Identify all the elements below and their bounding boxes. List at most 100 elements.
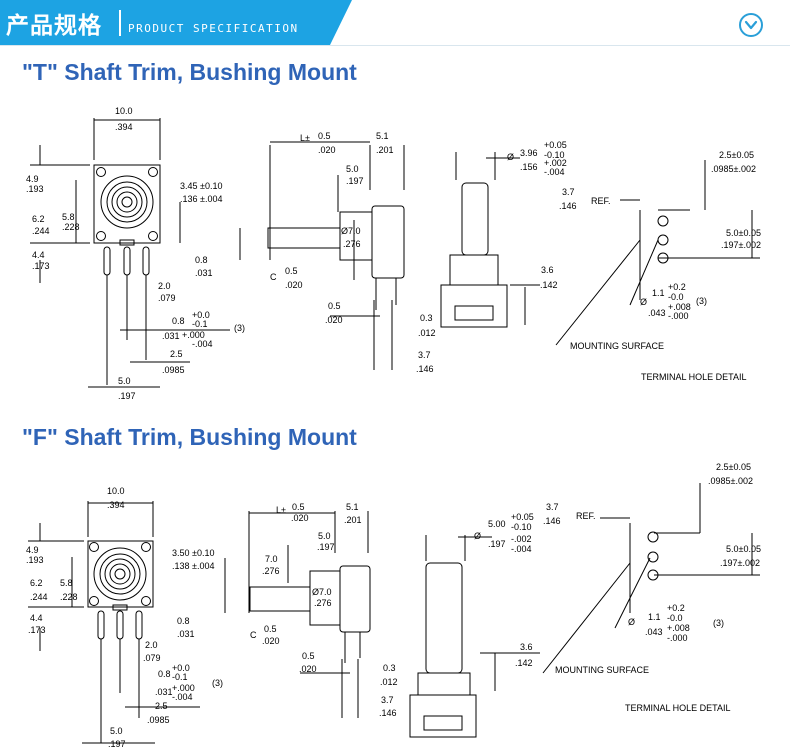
dim-label-w-mm: 10.0: [115, 106, 133, 116]
dim-label-hole-dia-sym: Ø: [640, 297, 647, 307]
dim-label-hole-minus: -0.0: [667, 613, 683, 623]
dim-label-hole-span-mm: 5.0±0.05: [726, 228, 761, 238]
dim-label-bore-mm: 5.0: [318, 531, 331, 541]
dim-label-ref-label: REF.: [591, 196, 611, 206]
banner-band: 产品规格 PRODUCT SPECIFICATION: [0, 0, 352, 45]
banner-title-cn: 产品规格: [6, 13, 102, 39]
t-shaft-drawing: 10.0 .394 4.9 .193 6.2 .244 5.8 .228 4.4…: [26, 106, 761, 400]
dim-label-flat-mm: 7.0: [265, 554, 278, 564]
dim-label-shdia-plus: +0.05: [544, 140, 567, 150]
dim-label-shaft-mm: 3.45 ±0.10: [180, 181, 222, 191]
dim-label-shdia-sym: Ø: [474, 531, 481, 541]
dim-label-ref-in: .146: [543, 516, 561, 526]
dim-label-hole-mm: 1.1: [652, 288, 665, 298]
dim-label-chamfer: C: [270, 272, 277, 282]
dim-label-terminal-detail: TERMINAL HOLE DETAIL: [625, 703, 731, 713]
dim-label-shdia-in-minus: -.004: [511, 544, 532, 554]
dim-label-L-mm: 0.5: [318, 131, 331, 141]
dim-label-terminal-detail: TERMINAL HOLE DETAIL: [641, 372, 747, 382]
dim-label-shaft-mm: 3.50 ±0.10: [172, 548, 214, 558]
dim-label-span-in: .197: [108, 739, 126, 749]
dim-label-hole-in: .043: [645, 627, 663, 637]
dim-label-hole-pitch-mm: 2.5±0.05: [719, 150, 754, 160]
dim-label-hole-plus: +0.2: [668, 282, 686, 292]
chevron-down-circle-icon[interactable]: [739, 13, 763, 37]
dim-label-L-mm: 0.5: [292, 502, 305, 512]
dim-label-hole-note: (3): [713, 618, 724, 628]
dim-label-w-in: .394: [107, 500, 125, 510]
dim-label-hole-in-minus: -.000: [667, 633, 688, 643]
dim-label-h3-in: .228: [62, 222, 80, 232]
dim-label-bush-mm: 5.1: [346, 502, 359, 512]
dim-label-pintol-in-plus: +.000: [172, 683, 195, 693]
dim-label-ch-mm: 0.5: [285, 266, 298, 276]
dim-label-t1-in: .020: [299, 664, 317, 674]
dim-label-hole-span-in: .197±.002: [720, 558, 760, 568]
spec-banner: 产品规格 PRODUCT SPECIFICATION: [0, 0, 790, 46]
dim-label-pitch-mm: 2.5: [170, 349, 183, 359]
dim-label-pintol-minus: -0.1: [192, 319, 208, 329]
dim-label-t2-in: .012: [418, 328, 436, 338]
dim-label-pintol-mm: 0.8: [158, 669, 171, 679]
dim-label-pin2-mm: 2.0: [158, 281, 171, 291]
dim-label-h1-mm: 4.9: [26, 174, 39, 184]
dim-label-pintol-plus: +0.0: [172, 663, 190, 673]
dim-label-base-mm: 3.6: [541, 265, 554, 275]
dim-label-ref-in: .146: [559, 201, 577, 211]
dim-label-flat-in: .276: [262, 566, 280, 576]
dim-label-h4-in: .173: [28, 625, 46, 635]
dim-label-dia: Ø7.0: [341, 226, 361, 236]
dim-label-hole-in-plus: +.008: [667, 623, 690, 633]
dim-label-pintol-in-minus: -.004: [172, 692, 193, 702]
dim-label-hole-pitch-mm: 2.5±0.05: [716, 462, 751, 472]
dim-label-h1-mm: 4.9: [26, 545, 39, 555]
dim-label-shdia-plus: +0.05: [511, 512, 534, 522]
dim-label-shdia-in-plus: -.002: [511, 534, 532, 544]
dim-label-shdia-minus: -0.10: [511, 522, 532, 532]
dim-label-h3-in: .228: [60, 592, 78, 602]
dim-label-pin2-in: .079: [158, 293, 176, 303]
dim-label-bore-in: .197: [346, 176, 364, 186]
dim-label-h2-in: .244: [30, 592, 48, 602]
dim-label-t2-mm: 0.3: [420, 313, 433, 323]
section-title-t-shaft: "T" Shaft Trim, Bushing Mount: [22, 59, 357, 85]
banner-title-en: PRODUCT SPECIFICATION: [128, 22, 299, 35]
dim-label-pin-mm: 0.8: [195, 255, 208, 265]
dim-label-dia-in: .276: [314, 598, 332, 608]
dim-label-hole-span-mm: 5.0±0.05: [726, 544, 761, 554]
dim-label-hole-in-minus: -.000: [668, 311, 689, 321]
dim-label-pitch-in: .0985: [162, 365, 185, 375]
dim-label-t3-in: .146: [416, 364, 434, 374]
dim-label-shdia-in-minus: -.004: [544, 167, 565, 177]
dim-label-L-label: L±: [300, 133, 310, 143]
dim-label-h2-in: .244: [32, 226, 50, 236]
dim-label-hole-pitch-in: .0985±.002: [708, 476, 753, 486]
dim-label-bore-in: .197: [317, 542, 335, 552]
dim-label-w-in: .394: [115, 122, 133, 132]
f-shaft-drawing: 10.0 .394 4.9 .193 6.2 .244 5.8 .228 4.4…: [26, 462, 761, 749]
dim-label-pin-in: .031: [195, 268, 213, 278]
dim-label-hole-in-plus: +.008: [668, 302, 691, 312]
dim-label-L-label: L±: [276, 505, 286, 515]
dim-label-h1-in: .193: [26, 184, 44, 194]
dim-label-t1-mm: 0.5: [328, 301, 341, 311]
dim-label-bush-in: .201: [376, 145, 394, 155]
dim-label-shdia-in: .197: [488, 539, 506, 549]
dim-label-h2-mm: 6.2: [30, 578, 43, 588]
dim-label-ref-mm: 3.7: [546, 502, 559, 512]
dim-label-h1-in: .193: [26, 555, 44, 565]
dim-label-shdia-sym: Ø: [507, 152, 514, 162]
dim-label-shdia-in: .156: [520, 162, 538, 172]
dim-label-dia-in: .276: [343, 239, 361, 249]
dim-label-pitch-in: .0985: [147, 715, 170, 725]
dim-label-pintol-mm: 0.8: [172, 316, 185, 326]
dim-label-h3-mm: 5.8: [62, 212, 75, 222]
banner-divider: [0, 45, 790, 46]
dim-label-hole-minus: -0.0: [668, 292, 684, 302]
dim-label-t2-mm: 0.3: [383, 663, 396, 673]
dim-label-t3-in: .146: [379, 708, 397, 718]
dim-label-h3-mm: 5.8: [60, 578, 73, 588]
dim-label-span-mm: 5.0: [118, 376, 131, 386]
dim-label-pintol-in: .031: [162, 331, 180, 341]
banner-separator: [119, 10, 121, 36]
